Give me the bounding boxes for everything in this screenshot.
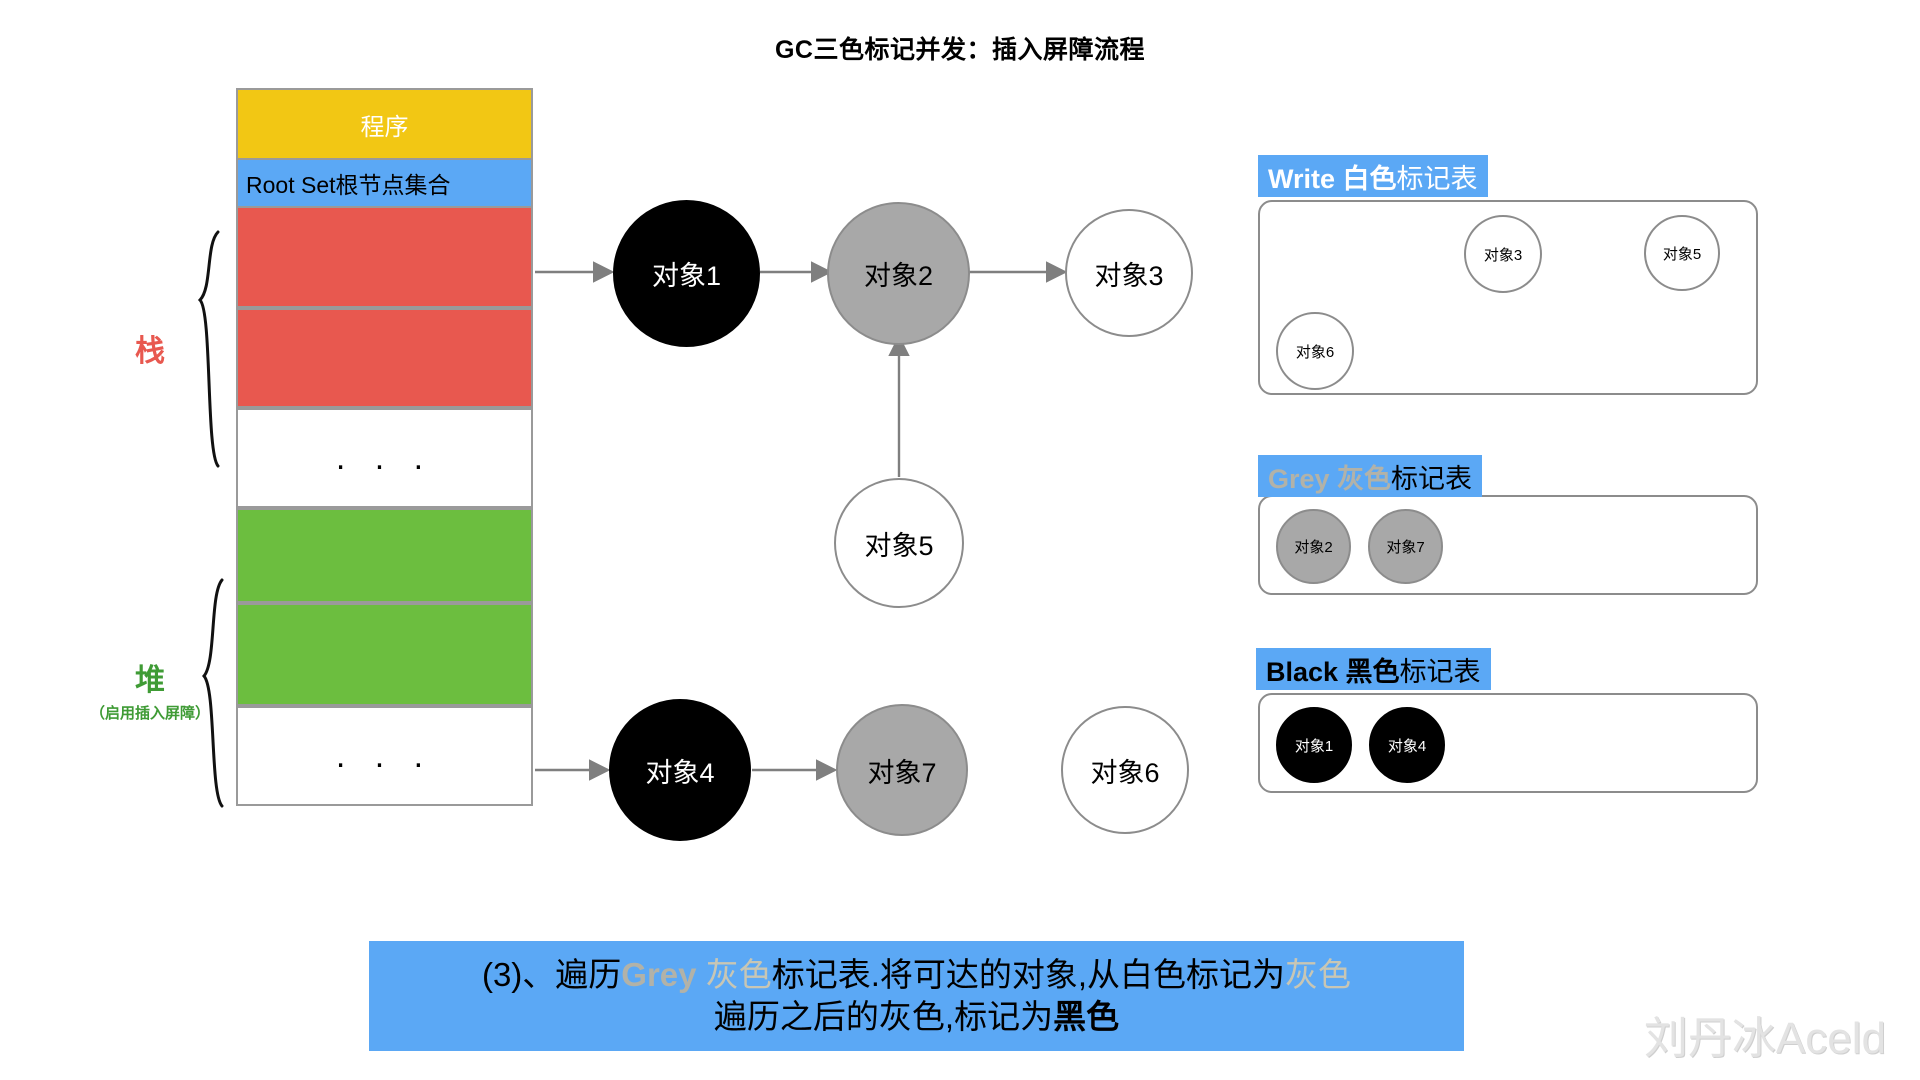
node-label: 对象2 <box>863 261 934 291</box>
grey-table-body: 对象2 对象7 <box>1258 495 1758 595</box>
black-table-header-en: Black 黑色 <box>1266 656 1400 687</box>
caption-l2-a: 遍历之后的灰色,标记为 <box>713 998 1054 1035</box>
caption-l1-c: 灰色 <box>1285 955 1352 993</box>
stack-block-2 <box>236 308 533 408</box>
white-table-header: Write 白色 标记表 <box>1258 155 1488 197</box>
heap-ellipsis-block: . . . <box>236 706 533 806</box>
node-obj5[interactable]: 对象5 <box>834 478 964 608</box>
chip-label: 对象7 <box>1386 539 1425 556</box>
root-set-block: Root Set根节点集合 <box>236 160 533 208</box>
node-label: 对象7 <box>867 757 937 788</box>
chip-label: 对象4 <box>1387 737 1427 755</box>
chip-label: 对象5 <box>1662 245 1702 263</box>
heap-sublabel: （启用插入屏障） <box>89 705 210 722</box>
node-obj7[interactable]: 对象7 <box>836 704 968 836</box>
program-block: 程序 <box>236 88 533 160</box>
white-table-header-zh: 标记表 <box>1396 163 1478 194</box>
watermark: 刘丹冰Aceld <box>1643 1014 1886 1063</box>
stack-block-1 <box>236 208 533 308</box>
node-label: 对象4 <box>645 757 715 788</box>
node-obj2[interactable]: 对象2 <box>827 202 970 345</box>
node-obj4[interactable]: 对象4 <box>609 699 751 841</box>
chip-obj4[interactable]: 对象4 <box>1369 707 1445 783</box>
chip-label: 对象1 <box>1294 737 1334 755</box>
black-table-header-zh: 标记表 <box>1399 656 1481 687</box>
stack-label: 栈 <box>135 335 165 368</box>
chip-obj6[interactable]: 对象6 <box>1276 312 1354 390</box>
heap-block-2 <box>236 603 533 706</box>
chip-obj7[interactable]: 对象7 <box>1368 509 1443 584</box>
grey-table-header-zh: 标记表 <box>1391 463 1473 494</box>
node-obj3[interactable]: 对象3 <box>1065 209 1193 337</box>
white-table-header-en: Write 白色 <box>1268 163 1397 194</box>
ellipsis-label: . . . <box>335 438 434 477</box>
chip-label: 对象6 <box>1295 343 1335 361</box>
page-title: GC三色标记并发：插入屏障流程 <box>774 36 1145 64</box>
ellipsis-label-2: . . . <box>335 736 434 775</box>
chip-obj2[interactable]: 对象2 <box>1276 509 1351 584</box>
chip-obj1[interactable]: 对象1 <box>1276 707 1352 783</box>
chip-obj5[interactable]: 对象5 <box>1644 215 1720 291</box>
heap-block-1 <box>236 508 533 603</box>
heap-brace <box>202 578 224 808</box>
root-set-label: Root Set根节点集合 <box>246 172 451 198</box>
node-label: 对象6 <box>1090 757 1160 788</box>
stack-ellipsis-block: . . . <box>236 408 533 508</box>
chip-obj3[interactable]: 对象3 <box>1464 215 1542 293</box>
memory-column: 程序 Root Set根节点集合 . . . . . . <box>236 88 533 806</box>
caption-line-2: 遍历之后的灰色,标记为黑色 <box>714 996 1119 1038</box>
program-label: 程序 <box>360 113 409 141</box>
node-label: 对象3 <box>1094 260 1164 291</box>
caption-l2-bold: 黑色 <box>1053 998 1120 1035</box>
caption-l1-a: (3)、遍历 <box>481 955 622 993</box>
caption-l1-grey-zh: 灰色 <box>705 955 772 993</box>
caption-line-1: (3)、遍历Grey 灰色标记表.将可达的对象,从白色标记为灰色 <box>482 954 1351 996</box>
white-table-body: 对象3 对象5 对象6 <box>1258 200 1758 395</box>
black-table-header: Black 黑色 标记表 <box>1256 648 1491 690</box>
node-obj6[interactable]: 对象6 <box>1061 706 1189 834</box>
grey-table-header-en: Grey 灰色 <box>1268 463 1392 494</box>
caption-l1-grey-en: Grey <box>621 955 706 993</box>
node-label: 对象5 <box>864 530 934 561</box>
stack-brace <box>197 230 220 468</box>
caption-banner: (3)、遍历Grey 灰色标记表.将可达的对象,从白色标记为灰色 遍历之后的灰色… <box>369 941 1464 1051</box>
node-label: 对象1 <box>651 261 722 291</box>
grey-table-header: Grey 灰色 标记表 <box>1258 455 1483 497</box>
heap-label: 堆 <box>135 664 165 697</box>
node-obj1[interactable]: 对象1 <box>613 200 760 347</box>
caption-l1-b: 标记表.将可达的对象,从白色标记为 <box>771 955 1286 993</box>
chip-label: 对象2 <box>1294 539 1333 556</box>
black-table-body: 对象1 对象4 <box>1258 693 1758 793</box>
chip-label: 对象3 <box>1483 246 1523 264</box>
